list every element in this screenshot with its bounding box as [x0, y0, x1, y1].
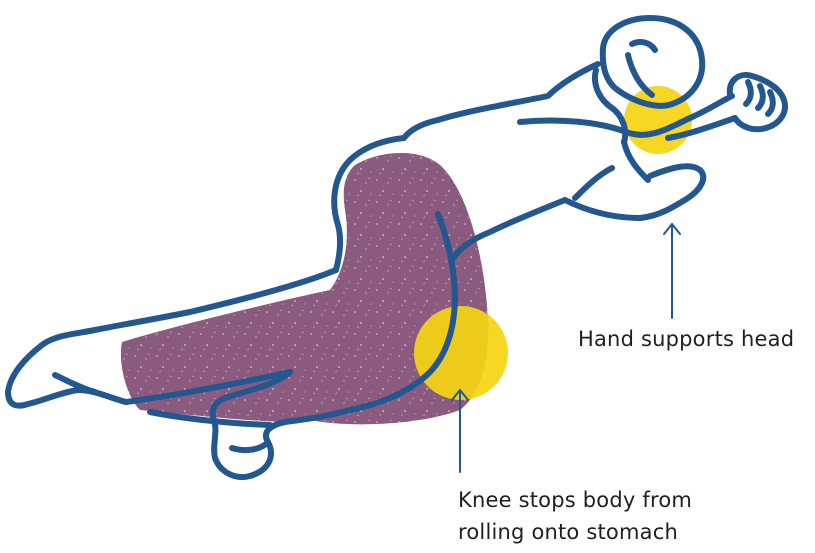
fist-outline [730, 75, 785, 129]
knee-highlight-icon [414, 306, 508, 400]
hand-arrow [664, 224, 680, 318]
torso-outline [350, 64, 598, 160]
knee-stops-body-label: Knee stops body from rolling onto stomac… [458, 484, 692, 548]
hand-supports-head-label: Hand supports head [578, 323, 794, 355]
knee-label-line-2: rolling onto stomach [458, 516, 692, 548]
knee-label-line-1: Knee stops body from [458, 484, 692, 516]
